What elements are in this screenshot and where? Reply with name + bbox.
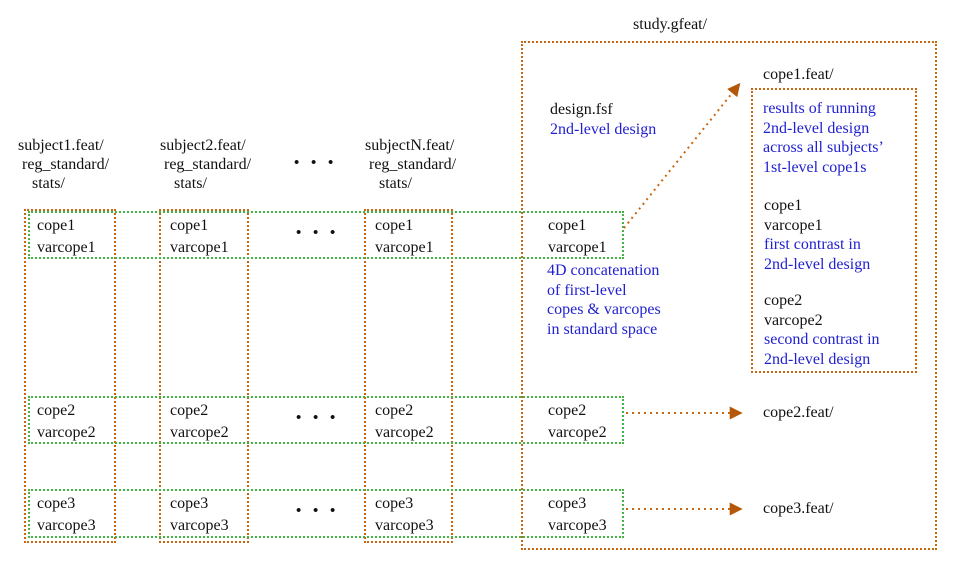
cell-subject1-cope1: cope1 varcope1 <box>37 215 96 259</box>
annotation-line: 4D concatenation <box>547 262 660 279</box>
annotation-line: 2nd-level design <box>763 119 870 137</box>
cell-subjectN-cope3: cope3 varcope3 <box>375 493 434 537</box>
annotation-line: results of running <box>763 100 876 117</box>
varcope-file-label: varcope1 <box>37 239 96 256</box>
subject2-header: subject2.feat/ reg_standard/ stats/ <box>160 136 251 193</box>
design-fsf-label: design.fsf <box>550 101 613 118</box>
annotation-line: 2nd-level design <box>764 350 871 368</box>
cope-file-label: cope1 <box>170 217 209 234</box>
cope-file-label: cope2 <box>764 292 803 309</box>
dir-label: subjectN.feat/ <box>365 137 455 154</box>
cope1-feat-results-note: results of running 2nd-level design acro… <box>763 99 884 177</box>
cope3-feat-label: cope3.feat/ <box>763 500 834 517</box>
cell-subjectN-cope2: cope2 varcope2 <box>375 400 434 444</box>
varcope-file-label: varcope2 <box>764 311 823 329</box>
dir-label: stats/ <box>32 175 65 192</box>
cell-subjectN-cope1: cope1 varcope1 <box>375 215 434 259</box>
cope-file-label: cope2 <box>548 402 587 419</box>
design-fsf-block: design.fsf 2nd-level design <box>550 100 656 139</box>
dir-label: reg_standard/ <box>369 156 457 173</box>
varcope-file-label: varcope2 <box>375 424 434 441</box>
cope1-feat-label: cope1.feat/ <box>763 66 834 83</box>
cope3-row-box <box>28 489 624 538</box>
cope-file-label: cope2 <box>375 402 414 419</box>
varcope-file-label: varcope3 <box>170 517 229 534</box>
annotation-line: 1st-level cope1s <box>763 158 867 176</box>
dir-label: stats/ <box>174 175 207 192</box>
cope-file-label: cope1 <box>548 217 587 234</box>
varcope-file-label: varcope3 <box>548 517 607 534</box>
cope-file-label: cope1 <box>764 197 803 214</box>
cope1-feat-box <box>751 88 917 373</box>
design-note: 2nd-level design <box>550 120 657 138</box>
cope2-feat-label: cope2.feat/ <box>763 404 834 421</box>
cope1-feat-contrast2: cope2 varcope2 second contrast in 2nd-le… <box>764 291 880 369</box>
cope1-row-box <box>28 211 624 259</box>
header-ellipsis: • • • <box>294 155 338 171</box>
varcope-file-label: varcope1 <box>548 239 607 256</box>
cope-file-label: cope3 <box>37 495 76 512</box>
varcope-file-label: varcope2 <box>548 424 607 441</box>
annotation-line: copes & varcopes <box>547 301 661 318</box>
subjectN-column-box <box>364 209 453 543</box>
dir-label: subject2.feat/ <box>160 137 246 154</box>
study-gfeat-box <box>521 41 937 550</box>
dir-label: reg_standard/ <box>22 156 110 173</box>
dir-label: reg_standard/ <box>164 156 252 173</box>
annotation-line: across all subjects’ <box>763 139 884 156</box>
varcope-file-label: varcope1 <box>764 216 823 234</box>
cell-subject2-cope2: cope2 varcope2 <box>170 400 229 444</box>
cell-subject1-cope2: cope2 varcope2 <box>37 400 96 444</box>
cope-file-label: cope2 <box>170 402 209 419</box>
subjectN-header: subjectN.feat/ reg_standard/ stats/ <box>365 136 456 193</box>
varcope-file-label: varcope1 <box>375 239 434 256</box>
varcope-file-label: varcope3 <box>37 517 96 534</box>
cope-file-label: cope1 <box>37 217 76 234</box>
cope-file-label: cope3 <box>375 495 414 512</box>
annotation-line: of first-level <box>547 281 627 299</box>
varcope-file-label: varcope2 <box>37 424 96 441</box>
cope-file-label: cope1 <box>375 217 414 234</box>
cope-file-label: cope2 <box>37 402 76 419</box>
cope-file-label: cope3 <box>548 495 587 512</box>
cell-study-cope3: cope3 varcope3 <box>548 493 607 537</box>
dir-label: stats/ <box>379 175 412 192</box>
dir-label: subject1.feat/ <box>18 137 104 154</box>
varcope-file-label: varcope3 <box>375 517 434 534</box>
cope1-feat-contrast1: cope1 varcope1 first contrast in 2nd-lev… <box>764 196 870 274</box>
annotation-line: in standard space <box>547 320 658 338</box>
cope-file-label: cope3 <box>170 495 209 512</box>
annotation-line: second contrast in <box>764 331 880 348</box>
cell-subject1-cope3: cope3 varcope3 <box>37 493 96 537</box>
subject1-header: subject1.feat/ reg_standard/ stats/ <box>18 136 109 193</box>
cell-study-cope2: cope2 varcope2 <box>548 400 607 444</box>
study-gfeat-label: study.gfeat/ <box>633 16 708 33</box>
cell-subject2-cope3: cope3 varcope3 <box>170 493 229 537</box>
cell-subject2-cope1: cope1 varcope1 <box>170 215 229 259</box>
subject2-column-box <box>159 209 249 543</box>
annotation-line: 2nd-level design <box>764 255 871 273</box>
annotation-line: first contrast in <box>764 236 861 253</box>
row1-ellipsis: • • • <box>296 225 340 241</box>
row3-ellipsis: • • • <box>296 503 340 519</box>
concat-annotation: 4D concatenation of first-level copes & … <box>547 261 661 339</box>
cope2-row-box <box>28 396 624 444</box>
subject1-column-box <box>24 209 116 543</box>
varcope-file-label: varcope2 <box>170 424 229 441</box>
cell-study-cope1: cope1 varcope1 <box>548 215 607 259</box>
varcope-file-label: varcope1 <box>170 239 229 256</box>
row2-ellipsis: • • • <box>296 410 340 426</box>
